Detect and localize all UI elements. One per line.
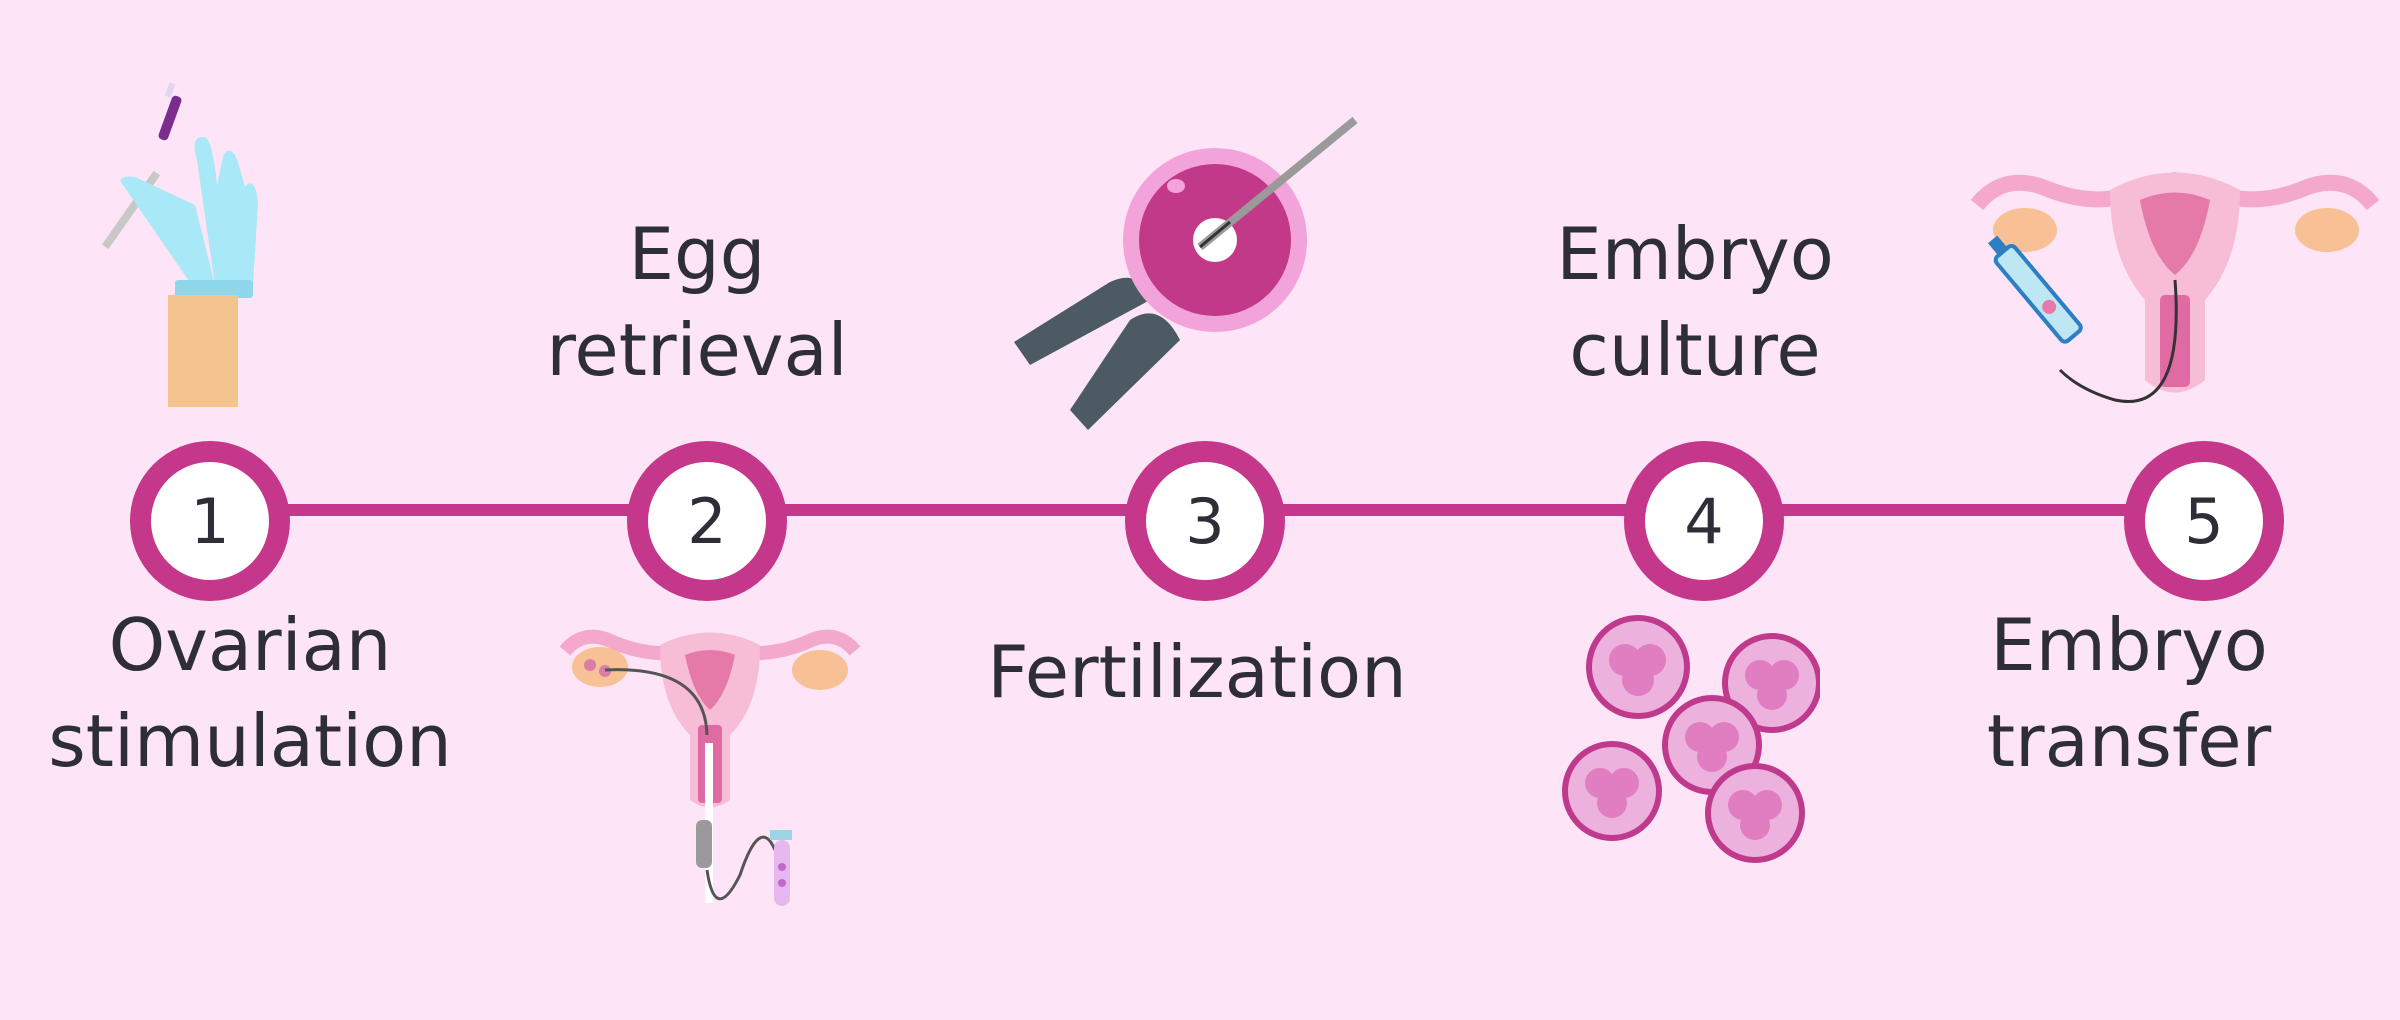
step-4-number: 4 (1684, 484, 1724, 558)
step-2-circle: 2 (627, 441, 787, 601)
step-5-label-line-2: transfer (1986, 699, 2272, 783)
gloved-hand-injection-icon (101, 82, 258, 407)
step-4-label: Embryo culture (1475, 206, 1915, 398)
step-3-label: Fertilization (977, 624, 1417, 720)
embryo-cells-icon (1562, 615, 1820, 863)
step-4-label-line-2: culture (1569, 308, 1821, 392)
step-2-label-line-1: Egg (628, 212, 766, 296)
step-3-label-line-1: Fertilization (987, 630, 1407, 714)
step-4-label-line-1: Embryo (1556, 212, 1834, 296)
step-1-label: Ovarian stimulation (30, 597, 470, 789)
step-1-label-line-2: stimulation (48, 699, 452, 783)
step-3-number: 3 (1185, 484, 1225, 558)
step-5-circle: 5 (2124, 441, 2284, 601)
step-2-label-line-2: retrieval (546, 308, 848, 392)
step-5-label: Embryo transfer (1909, 597, 2349, 789)
step-2-label: Egg retrieval (477, 206, 917, 398)
embryo-transfer-uterus-icon (1970, 171, 2380, 403)
step-1-label-line-1: Ovarian (108, 603, 392, 687)
step-5-label-line-1: Embryo (1990, 603, 2268, 687)
egg-retrieval-uterus-icon (559, 629, 861, 906)
step-2-number: 2 (687, 484, 727, 558)
step-4-circle: 4 (1624, 441, 1784, 601)
embryo-cell-4 (1562, 741, 1662, 841)
embryo-cell-1 (1586, 615, 1690, 719)
step-1-number: 1 (190, 484, 230, 558)
embryo-cell-5 (1705, 763, 1805, 863)
step-3-circle: 3 (1125, 441, 1285, 601)
embryo-cell-2 (1722, 633, 1820, 733)
step-1-circle: 1 (130, 441, 290, 601)
icsi-microinjection-icon (1014, 116, 1358, 430)
step-5-number: 5 (2184, 484, 2224, 558)
